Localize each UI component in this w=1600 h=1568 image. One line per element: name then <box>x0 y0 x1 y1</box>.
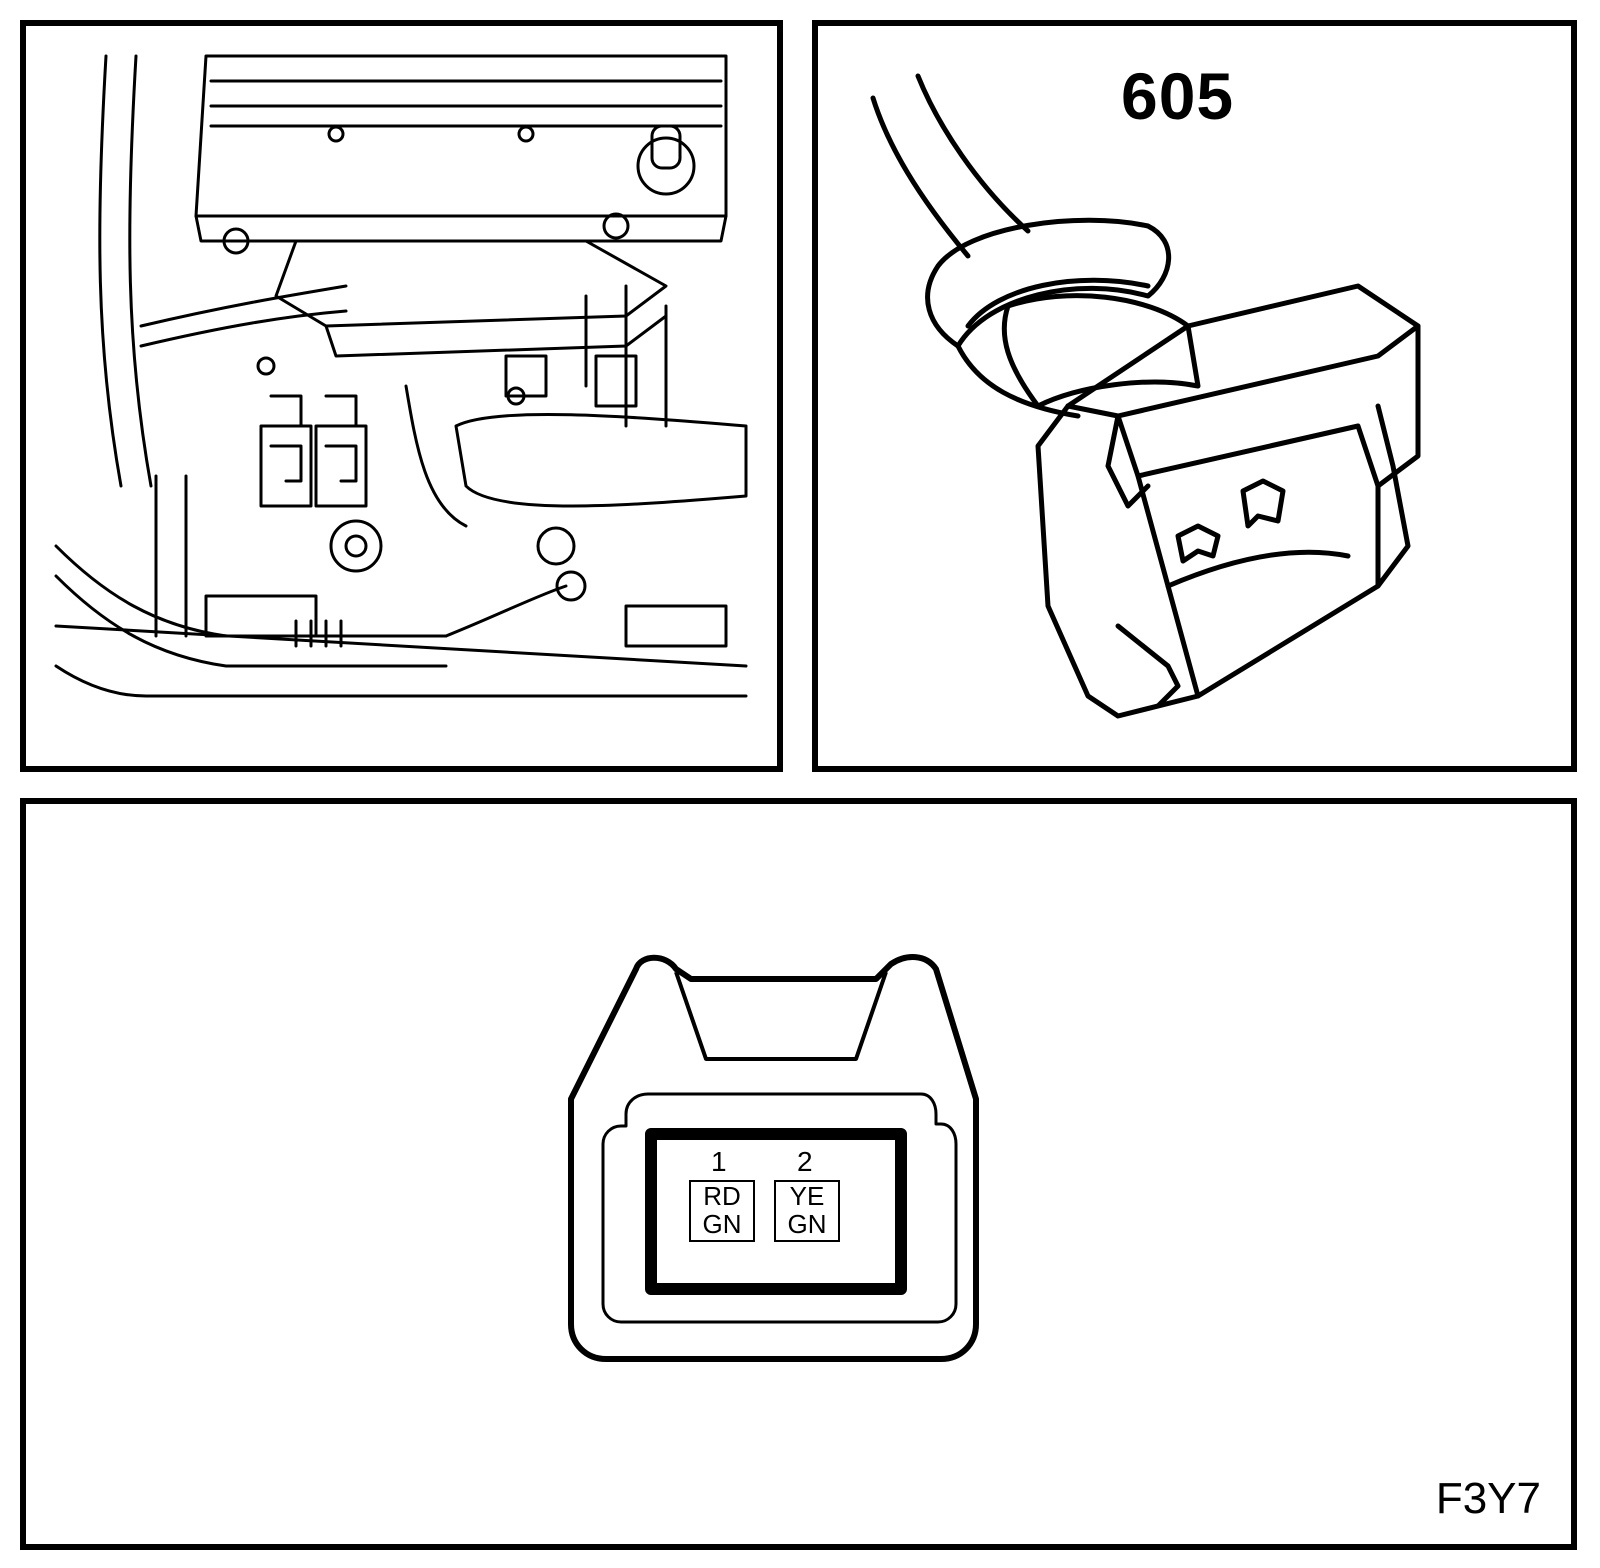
pin-1-wire-color: RD GN <box>689 1180 755 1242</box>
pin-2-wire-color: YE GN <box>774 1180 840 1242</box>
connector-view-panel: 605 <box>812 20 1577 772</box>
pin-2-number: 2 <box>797 1146 813 1177</box>
pin-2-color-line2: GN <box>787 1209 827 1239</box>
pinout-panel: 1 RD GN 2 YE GN F3Y7 <box>20 798 1577 1550</box>
connector-number: 605 <box>1121 59 1235 133</box>
engine-bay-illustration <box>54 54 748 698</box>
connector-illustration <box>870 73 1421 719</box>
figure-code: F3Y7 <box>1435 1474 1541 1523</box>
engine-bay-panel <box>20 20 783 772</box>
pin-1-color-line2: GN <box>702 1209 742 1239</box>
pin-2-color-line1: YE <box>789 1181 825 1211</box>
connector-face-outline <box>568 954 979 1362</box>
pin-1-color-line1: RD <box>703 1181 741 1211</box>
pin-1-number: 1 <box>711 1146 727 1177</box>
